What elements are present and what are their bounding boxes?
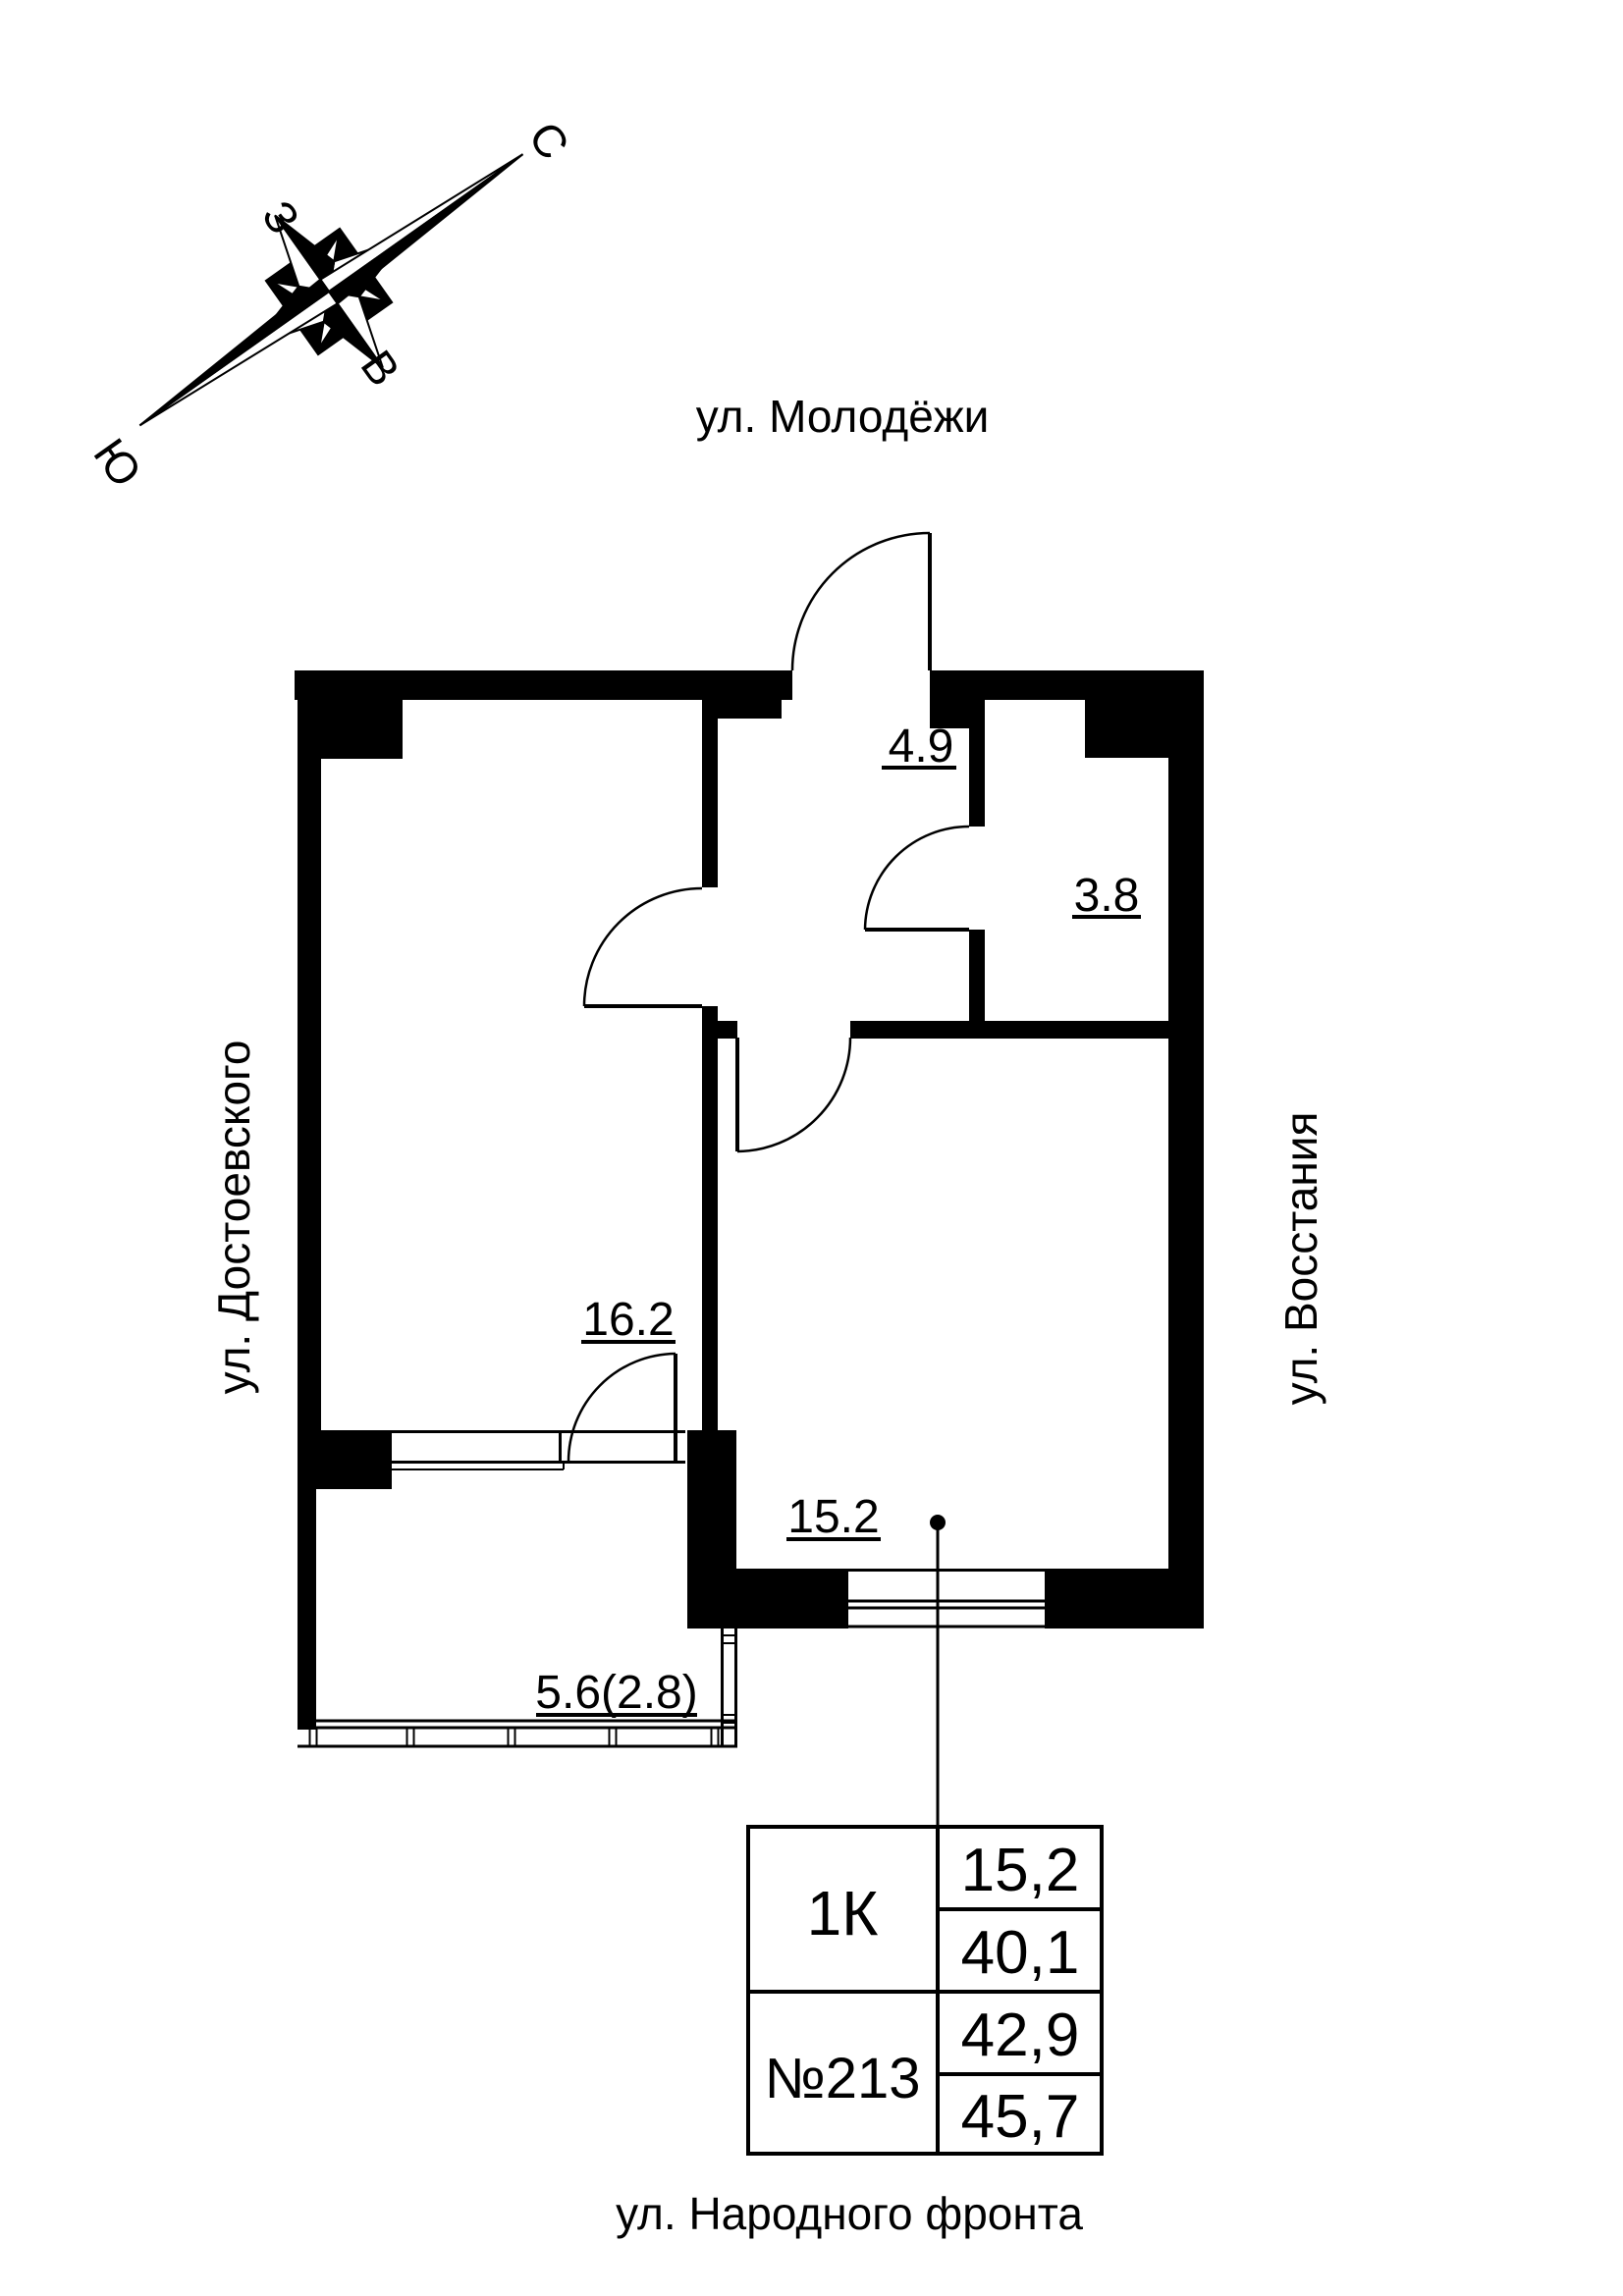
pier-bottom-left	[298, 1430, 392, 1489]
compass-label-north: С	[518, 113, 579, 169]
balcony-railing-right	[721, 1629, 737, 1746]
door-kitchen-living	[735, 1037, 852, 1153]
room-label-balcony: 5.6(2.8)	[535, 1667, 697, 1719]
wall-bottom-left	[687, 1569, 848, 1629]
wall-living-lower	[702, 1006, 718, 1430]
table-cell-area-2: 42,9	[961, 2002, 1080, 2069]
balcony-outline	[298, 1629, 737, 1748]
wall-bath-upper	[969, 699, 985, 827]
room-label-balcony-underline	[536, 1713, 697, 1717]
apartment-info-table: 1К №213 15,2 40,1 42,9 45,7	[746, 1825, 1104, 2156]
compass-label-south: Ю	[83, 429, 151, 496]
balcony-railing-ticks	[308, 1729, 720, 1745]
wall-hall-right	[850, 1021, 1168, 1039]
compass-needle	[138, 153, 524, 427]
wall-right	[1168, 699, 1204, 1629]
wall-left	[298, 699, 321, 1430]
door-balcony	[567, 1352, 677, 1463]
wall-top-left	[295, 670, 792, 700]
room-label-living-underline	[581, 1340, 676, 1344]
room-label-bathroom: 3.8	[1074, 870, 1140, 922]
room-label-hall-underline	[882, 766, 956, 770]
door-living-room	[582, 886, 703, 1008]
window-kitchen-living	[837, 1569, 1053, 1629]
wall-balcony-left	[298, 1489, 316, 1730]
table-cell-total-area: 45,7	[961, 2083, 1080, 2151]
table-cell-type: 1К	[807, 1878, 879, 1949]
wall-living-upper	[702, 699, 718, 887]
table-cell-area-1: 40,1	[961, 1919, 1080, 1987]
room-label-kitchen-living-underline	[786, 1537, 881, 1541]
door-entry	[790, 531, 932, 671]
room-area-labels: 4.9 3.8 16.2 15.2 5.6(2.8)	[535, 721, 1141, 1719]
table-cell-number: №213	[765, 2047, 921, 2110]
street-label-top: ул. Молодёжи	[696, 391, 990, 442]
wall-bottom-right	[1045, 1569, 1204, 1629]
compass-rose: С Ю З В	[83, 113, 579, 497]
pier-middle	[687, 1430, 736, 1570]
street-label-left: ул. Достоевского	[208, 1041, 259, 1395]
wall-entry-jamb-right	[930, 699, 969, 728]
wall-hall-left-stub	[716, 1021, 737, 1039]
wall-entry-jamb-left	[702, 699, 782, 719]
door-bathroom	[863, 825, 970, 932]
pier-top-left	[298, 699, 403, 759]
room-label-living: 16.2	[582, 1294, 674, 1346]
street-label-bottom: ул. Народного фронта	[616, 2188, 1083, 2239]
window-living-room	[392, 1430, 685, 1470]
table-leader-line	[930, 1515, 946, 1827]
room-label-kitchen-living: 15.2	[787, 1491, 879, 1543]
room-label-bathroom-underline	[1072, 915, 1141, 919]
table-cell-living-area: 15,2	[961, 1837, 1080, 1904]
walls	[295, 670, 1204, 1730]
wall-bath-lower	[969, 930, 985, 1021]
room-label-hall: 4.9	[889, 721, 954, 773]
wall-top-right	[930, 670, 1204, 700]
street-label-right: ул. Восстания	[1275, 1112, 1326, 1406]
